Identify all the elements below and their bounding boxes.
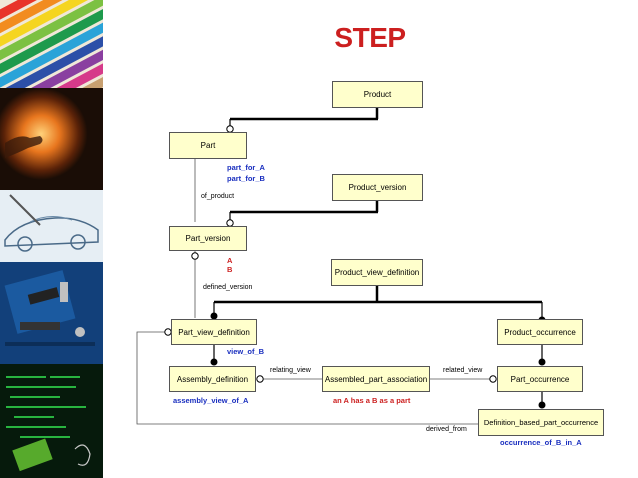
annotation-a: A — [227, 256, 233, 265]
entity-product: Product — [332, 81, 423, 108]
entity-product-version: Product_version — [332, 174, 423, 201]
glowing-hand-photo — [0, 88, 103, 190]
entity-part: Part — [169, 132, 247, 159]
relation-related-view: related_view — [443, 367, 483, 374]
relation-derived-from: derived_from — [426, 426, 467, 433]
entity-part-view-definition: Part_view_definition — [171, 319, 257, 345]
entity-product-view-definition: Product_view_definition — [331, 259, 423, 286]
annotation-part-for-a: part_for_A — [227, 163, 265, 172]
entity-product-occurrence: Product_occurrence — [497, 319, 583, 345]
sidebar-image-strip — [0, 0, 103, 478]
annotation-assembly-view-of-a: assembly_view_of_A — [173, 396, 249, 405]
annotation-view-of-b: view_of_B — [227, 347, 265, 356]
annotation-part-for-b: part_for_B — [227, 174, 265, 183]
entity-assembly-definition: Assembly_definition — [169, 366, 256, 392]
slide-title: STEP — [334, 22, 406, 53]
circuit-board-photo — [0, 262, 103, 364]
annotation-a-has-b-as-part: an A has a B as a part — [333, 396, 411, 405]
entity-definition-based-part-occurrence: Definition_based_part_occurrence — [478, 409, 604, 436]
annotation-b: B — [227, 265, 233, 274]
colored-pencils-photo — [0, 0, 103, 88]
relation-relating-view: relating_view — [270, 367, 311, 374]
green-code-screen-photo — [0, 364, 103, 478]
entity-part-occurrence: Part_occurrence — [497, 366, 583, 392]
relation-defined-version: defined_version — [203, 284, 253, 291]
entity-part-version: Part_version — [169, 226, 247, 251]
entity-assembled-part-association: Assembled_part_association — [322, 366, 430, 392]
car-sketch-photo — [0, 190, 103, 262]
annotation-occurrence-of-b-in-a: occurrence_of_B_in_A — [500, 438, 582, 447]
relation-of-product: of_product — [201, 193, 235, 200]
